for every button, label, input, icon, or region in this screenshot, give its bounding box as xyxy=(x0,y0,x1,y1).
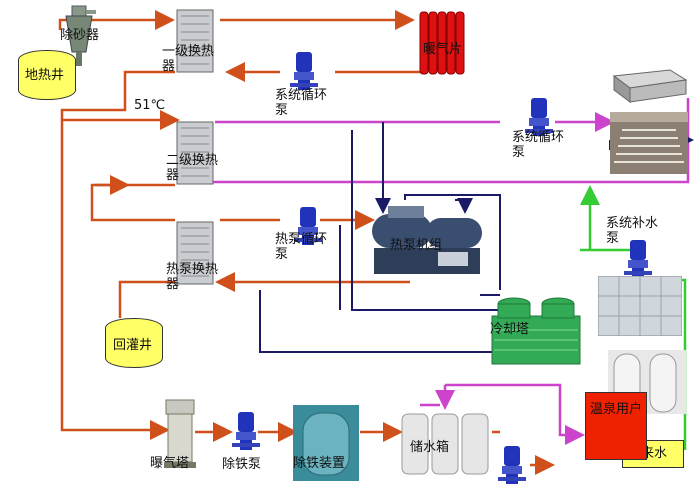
radiator-label: 暖气片 xyxy=(423,42,463,57)
cooling-tower-label: 冷却塔 xyxy=(490,322,530,337)
sand-separator-label: 除砂器 xyxy=(60,28,100,43)
aeration-tower-label: 曝气塔 xyxy=(150,456,190,471)
aeration-tower-icon xyxy=(164,399,196,468)
heat-pump-exchanger-label: 热泵换热器 xyxy=(166,262,219,292)
cooling-tower-icon xyxy=(491,297,581,365)
sand-separator-icon xyxy=(65,5,96,66)
makeup-water-tank-icon xyxy=(598,276,682,336)
storage-tanks-icon xyxy=(401,413,489,475)
circulation-pump-2-icon xyxy=(525,98,553,136)
return-lines xyxy=(200,98,690,445)
temperature-label: 51℃ xyxy=(134,98,166,113)
reinjection-well xyxy=(105,318,163,368)
heat-exchanger-1-label: 一级换热器 xyxy=(162,44,215,74)
radiator-icon xyxy=(419,11,465,75)
heat-pump-circulation-pump-label: 热泵循环泵 xyxy=(275,232,328,262)
circulation-pump-1-label: 系统循环泵 xyxy=(275,88,328,118)
geothermal-well xyxy=(18,50,76,100)
storage-tanks-label: 储水箱 xyxy=(410,440,450,455)
heat-pump-circulation-pump-icon xyxy=(294,207,322,245)
circulation-pump-1-icon xyxy=(290,52,318,90)
iron-removal-pump-icon xyxy=(232,412,260,450)
geothermal-well-label: 地热井 xyxy=(25,68,65,83)
reinjection-well-label: 回灌井 xyxy=(113,338,153,353)
makeup-pump-icon xyxy=(624,240,652,278)
heat-exchanger-1-icon xyxy=(176,9,214,73)
hot-water-lines xyxy=(58,10,555,475)
floor-heating-icon xyxy=(610,112,688,174)
hot-spring-supply-pump-icon xyxy=(498,446,526,484)
iron-removal-device-icon xyxy=(293,405,359,481)
heat-pump-exchanger-icon xyxy=(176,221,214,285)
circulation-pump-2-label: 系统循环泵 xyxy=(512,130,565,160)
hot-spring-user-box xyxy=(585,392,647,460)
heat-pump-unit-label: 热泵机组 xyxy=(390,238,443,253)
iron-removal-device-label: 除铁装置 xyxy=(293,456,346,471)
heat-pump-unit-icon xyxy=(372,206,482,274)
heat-exchanger-2-icon xyxy=(176,121,214,185)
heat-exchanger-2-label: 二级换热器 xyxy=(166,153,219,183)
hot-spring-user-label: 温泉用户 xyxy=(590,402,643,417)
makeup-pump-label: 系统补水泵 xyxy=(606,216,659,246)
fan-coil-unit-icon xyxy=(612,69,688,103)
iron-removal-pump-label: 除铁泵 xyxy=(222,457,262,472)
